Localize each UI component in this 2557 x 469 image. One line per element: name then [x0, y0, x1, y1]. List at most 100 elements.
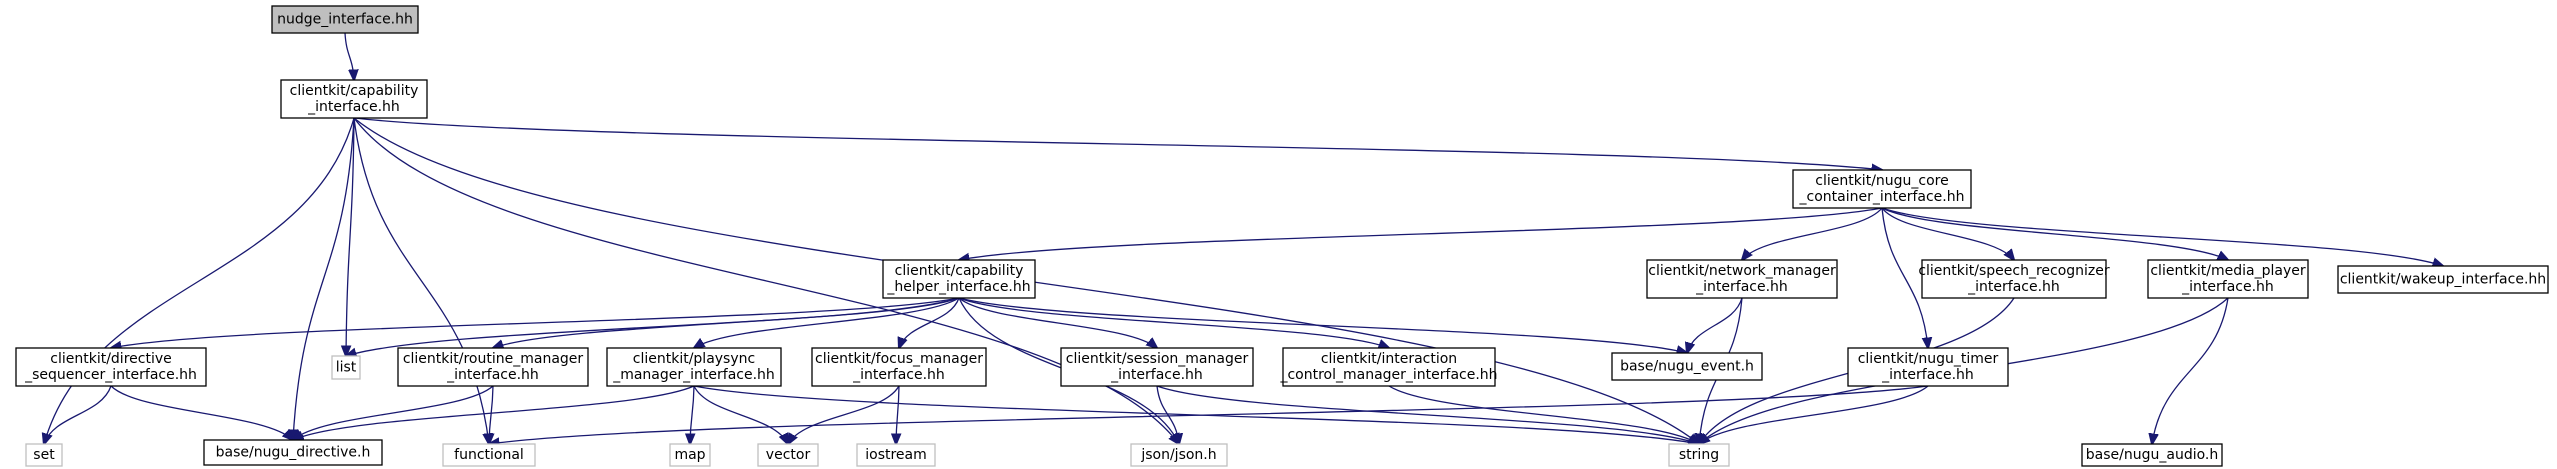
node-playsync-label-0: clientkit/playsync: [633, 351, 755, 367]
node-nugu_timer[interactable]: clientkit/nugu_timer_interface.hh: [1847, 347, 2009, 387]
node-list-label-0: list: [336, 360, 357, 376]
node-focus-label-1: _interface.hh: [852, 367, 945, 383]
node-cap_helper[interactable]: clientkit/capability_helper_interface.hh: [882, 259, 1036, 299]
edge-playsync-to-map: [690, 385, 694, 444]
node-network-label-0: clientkit/network_manager: [1648, 263, 1836, 279]
node-iostream-label-0: iostream: [865, 447, 927, 463]
node-speech-box: [1921, 259, 2107, 299]
edge-cap_helper-to-session: [958, 297, 1157, 348]
edge-nugu_timer-to-string: [1699, 385, 1929, 444]
node-directive_seq-box: [15, 347, 207, 387]
node-wakeup-label-0: clientkit/wakeup_interface.hh: [2340, 272, 2546, 288]
node-iostream-box: [856, 443, 936, 467]
node-map-box: [669, 443, 711, 467]
node-session-label-1: _interface.hh: [1110, 367, 1203, 383]
edge-session-to-string: [1156, 385, 1699, 444]
node-session[interactable]: clientkit/session_manager_interface.hh: [1060, 347, 1254, 387]
node-string-label-0: string: [1679, 447, 1719, 463]
node-nugu_timer-label-0: clientkit/nugu_timer: [1858, 351, 1999, 367]
node-nugu_directive[interactable]: base/nugu_directive.h: [203, 439, 383, 466]
node-nudge-label-0: nudge_interface.hh: [277, 12, 413, 28]
node-media-label-0: clientkit/media_player: [2150, 263, 2306, 279]
edge-nugu_core-to-cap_helper: [959, 207, 1883, 260]
node-nugu_core-label-0: clientkit/nugu_core: [1815, 173, 1949, 189]
node-network-box: [1646, 259, 1838, 299]
node-nugu_event[interactable]: base/nugu_event.h: [1611, 352, 1763, 381]
node-nugu_core-box: [1792, 169, 1972, 209]
node-functional: functional: [442, 443, 536, 467]
node-list: list: [331, 355, 361, 380]
node-media-label-1: _interface.hh: [2181, 279, 2274, 295]
node-capability-box: [280, 79, 428, 119]
edge-routine-to-functional: [489, 385, 493, 444]
node-routine[interactable]: clientkit/routine_manager_interface.hh: [397, 347, 589, 387]
node-json: json/json.h: [1130, 443, 1228, 467]
node-interaction-label-0: clientkit/interaction: [1321, 351, 1457, 367]
node-nugu_event-label-0: base/nugu_event.h: [1620, 359, 1754, 375]
node-speech-label-1: _interface.hh: [1967, 279, 2060, 295]
node-string-box: [1668, 443, 1730, 467]
node-speech[interactable]: clientkit/speech_recognizer_interface.hh: [1918, 259, 2110, 299]
node-interaction-label-1: _control_manager_interface.hh: [1279, 367, 1497, 383]
node-routine-label-0: clientkit/routine_manager: [403, 351, 584, 367]
edge-capability-to-list: [346, 117, 355, 356]
node-directive_seq[interactable]: clientkit/directive_sequencer_interface.…: [15, 347, 207, 387]
edge-nugu_core-to-wakeup: [1881, 207, 2443, 266]
edge-nugu_core-to-media: [1881, 207, 2228, 260]
edge-capability-to-set: [44, 117, 355, 444]
node-playsync-label-1: _manager_interface.hh: [612, 367, 775, 383]
node-vector-label-0: vector: [766, 447, 811, 463]
node-vector: vector: [757, 443, 819, 467]
edge-cap_helper-to-interaction: [958, 297, 1389, 348]
node-nugu_core[interactable]: clientkit/nugu_core_container_interface.…: [1792, 169, 1972, 209]
node-cap_helper-label-1: _helper_interface.hh: [886, 279, 1030, 295]
node-capability[interactable]: clientkit/capability_interface.hh: [280, 79, 428, 119]
node-capability-label-1: _interface.hh: [307, 99, 400, 115]
edge-cap_helper-to-directive_seq: [111, 297, 960, 348]
node-set-box: [25, 443, 63, 467]
node-functional-label-0: functional: [454, 447, 524, 463]
node-iostream: iostream: [856, 443, 936, 467]
edge-nugu_core-to-network: [1742, 207, 1883, 260]
node-vector-box: [757, 443, 819, 467]
node-network-label-1: _interface.hh: [1695, 279, 1788, 295]
edge-playsync-to-vector: [693, 385, 788, 444]
node-playsync-box: [606, 347, 782, 387]
node-map-label-0: map: [674, 447, 705, 463]
node-media[interactable]: clientkit/media_player_interface.hh: [2147, 259, 2309, 299]
node-wakeup-box: [2337, 265, 2549, 294]
node-speech-label-0: clientkit/speech_recognizer: [1918, 263, 2110, 279]
edge-capability-to-nugu_directive: [293, 117, 355, 440]
edge-directive_seq-to-set: [44, 385, 112, 444]
node-routine-box: [397, 347, 589, 387]
node-media-box: [2147, 259, 2309, 299]
node-session-label-0: clientkit/session_manager: [1066, 351, 1249, 367]
node-nudge[interactable]: nudge_interface.hh: [271, 5, 419, 34]
node-playsync[interactable]: clientkit/playsync_manager_interface.hh: [606, 347, 782, 387]
edge-cap_helper-to-focus: [899, 297, 960, 348]
edge-playsync-to-nugu_directive: [293, 385, 695, 440]
node-wakeup[interactable]: clientkit/wakeup_interface.hh: [2337, 265, 2549, 294]
node-network[interactable]: clientkit/network_manager_interface.hh: [1646, 259, 1838, 299]
node-interaction[interactable]: clientkit/interaction_control_manager_in…: [1279, 347, 1498, 387]
node-directive_seq-label-0: clientkit/directive: [50, 351, 171, 367]
edge-interaction-to-string: [1388, 385, 1699, 444]
node-list-box: [331, 355, 361, 380]
edge-capability-to-nugu_core: [353, 117, 1882, 170]
edge-directive_seq-to-nugu_directive: [110, 385, 293, 440]
edges-layer: [44, 32, 2443, 444]
node-routine-label-1: _interface.hh: [446, 367, 539, 383]
node-focus-label-0: clientkit/focus_manager: [815, 351, 983, 367]
edge-cap_helper-to-playsync: [694, 297, 960, 348]
node-session-box: [1060, 347, 1254, 387]
node-string: string: [1668, 443, 1730, 467]
node-cap_helper-box: [882, 259, 1036, 299]
edge-focus-to-iostream: [896, 385, 899, 444]
node-nugu_audio-label-0: base/nugu_audio.h: [2086, 447, 2218, 463]
node-nugu_audio[interactable]: base/nugu_audio.h: [2081, 443, 2223, 467]
node-nugu_timer-box: [1847, 347, 2009, 387]
edge-nugu_core-to-speech: [1881, 207, 2014, 260]
node-nugu_core-label-1: _container_interface.hh: [1799, 189, 1965, 205]
node-focus[interactable]: clientkit/focus_manager_interface.hh: [811, 347, 987, 387]
edge-network-to-nugu_event: [1687, 297, 1743, 353]
